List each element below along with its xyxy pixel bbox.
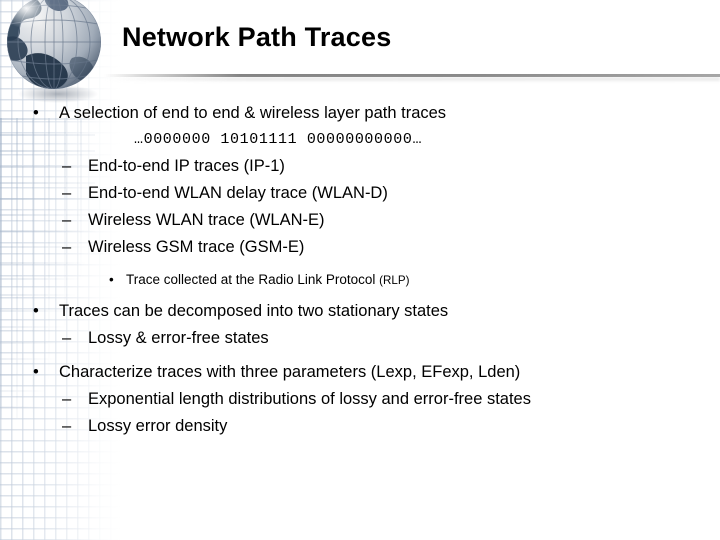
bullet-text: Characterize traces with three parameter…	[59, 363, 521, 381]
bullet-level1-characterize: • Characterize traces with three paramet…	[0, 363, 720, 382]
bullet-text: Exponential length distributions of loss…	[88, 390, 531, 408]
bullet-text-acronym: (RLP)	[379, 274, 410, 287]
bullet-text: End-to-end IP traces (IP-1)	[88, 157, 285, 175]
bullet-level2-exponential-length: – Exponential length distributions of lo…	[0, 390, 720, 409]
title-divider-shadow	[104, 77, 720, 81]
title-divider	[104, 74, 720, 77]
spacer	[0, 148, 720, 157]
bullet-marker: •	[109, 272, 114, 287]
bullet-text: End-to-end WLAN delay trace (WLAN-D)	[88, 184, 388, 202]
bullet-level2-lossy-errorfree: – Lossy & error-free states	[0, 329, 720, 348]
dash-marker: –	[62, 417, 72, 435]
dash-marker: –	[62, 238, 72, 256]
spacer	[0, 351, 720, 363]
bullet-marker: •	[33, 302, 39, 320]
spacer	[0, 290, 720, 302]
bullet-marker: •	[33, 363, 39, 381]
bullet-level3-rlp-note: • Trace collected at the Radio Link Prot…	[0, 272, 720, 287]
spacer	[0, 260, 720, 272]
dash-marker: –	[62, 329, 72, 347]
bullet-text: Lossy & error-free states	[88, 329, 269, 347]
bullet-marker: •	[33, 104, 39, 122]
bullet-level2-wlan-trace: – Wireless WLAN trace (WLAN-E)	[0, 211, 720, 230]
slide-body: • A selection of end to end & wireless l…	[0, 104, 720, 439]
bullet-level2-gsm-trace: – Wireless GSM trace (GSM-E)	[0, 238, 720, 257]
page-title: Network Path Traces	[122, 22, 392, 52]
bullet-level2-ip-traces: – End-to-end IP traces (IP-1)	[0, 157, 720, 176]
bullet-level1-selection: • A selection of end to end & wireless l…	[0, 104, 720, 123]
dash-marker: –	[62, 390, 72, 408]
bullet-text: Wireless GSM trace (GSM-E)	[88, 238, 305, 256]
dash-marker: –	[62, 157, 72, 175]
bullet-level2-lossy-error-density: – Lossy error density	[0, 417, 720, 436]
bullet-text: Lossy error density	[88, 417, 228, 435]
bullet-text: Wireless WLAN trace (WLAN-E)	[88, 211, 325, 229]
bullet-text: Trace collected at the Radio Link Protoc…	[126, 272, 376, 287]
dash-marker: –	[62, 184, 72, 202]
bullet-text: A selection of end to end & wireless lay…	[59, 104, 447, 122]
bullet-level1-decomposed: • Traces can be decomposed into two stat…	[0, 302, 720, 321]
bullet-level2-wlan-delay: – End-to-end WLAN delay trace (WLAN-D)	[0, 184, 720, 203]
dash-marker: –	[62, 211, 72, 229]
title-block: Network Path Traces	[0, 0, 720, 86]
bullet-text: Traces can be decomposed into two statio…	[59, 302, 449, 320]
binary-sample-text: …0000000 10101111 00000000000…	[134, 131, 423, 148]
